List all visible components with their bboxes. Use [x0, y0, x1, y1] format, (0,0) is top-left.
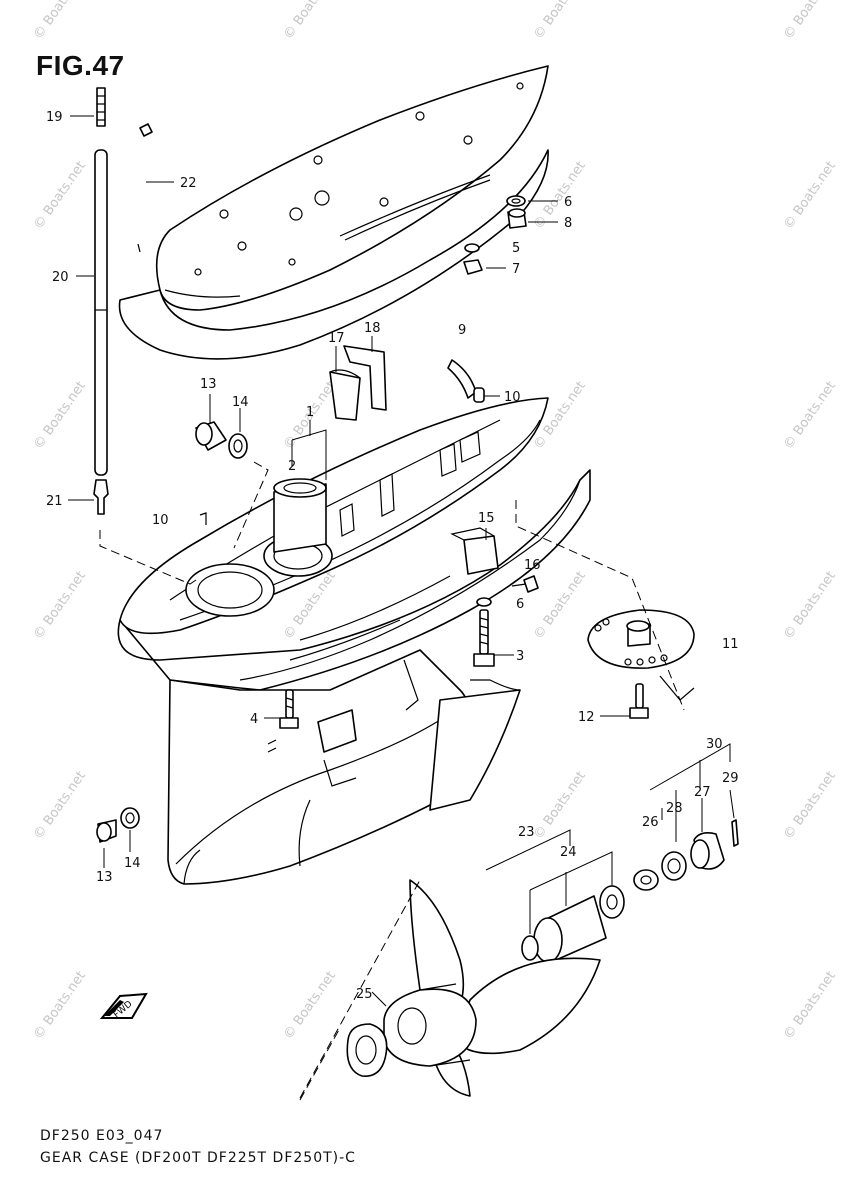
callout-12: 12 [578, 710, 595, 725]
callout-labels: 19 22 20 6 8 5 7 9 17 18 13 14 1 10 2 21… [46, 110, 739, 1002]
watermark-text: © Boats.net [531, 569, 589, 643]
leader-lines [68, 115, 735, 1007]
watermark-text: © Boats.net [531, 769, 589, 843]
prop-nut-set [633, 819, 739, 891]
thrust-bushing-24 [521, 885, 625, 963]
propeller-25 [346, 879, 601, 1097]
callout-9: 9 [458, 323, 466, 338]
callout-30: 30 [706, 737, 723, 752]
watermark-text: © Boats.net [781, 0, 839, 42]
callout-3: 3 [516, 649, 524, 664]
hook-9 [447, 359, 477, 399]
callout-10-left: 10 [152, 513, 169, 528]
lower-unit-body [167, 649, 521, 885]
guide-lines [99, 461, 685, 1101]
bolt-4 [279, 689, 299, 729]
bracket-17-18 [329, 345, 387, 421]
callout-1: 1 [306, 405, 314, 420]
callout-2: 2 [288, 459, 296, 474]
watermark-text: © Boats.net [281, 0, 339, 42]
forward-arrow-icon [99, 992, 148, 1019]
callout-13-top: 13 [200, 377, 217, 392]
watermark-text: © Boats.net [31, 769, 89, 843]
callout-6-mid: 6 [516, 597, 524, 612]
plug-13-top [195, 421, 248, 459]
watermark-text: © Boats.net [781, 379, 839, 453]
bolt-12 [629, 683, 649, 719]
callout-17: 17 [328, 331, 345, 346]
callout-14-lower: 14 [124, 856, 141, 871]
bolt-3 [473, 597, 495, 667]
plug-13-lower [96, 807, 140, 843]
callout-10-right: 10 [504, 390, 521, 405]
figure-caption: GEAR CASE (DF200T DF225T DF250T)-C [40, 1150, 356, 1166]
callout-5: 5 [512, 241, 520, 256]
gear-case-cover [118, 65, 549, 360]
callout-22: 22 [180, 176, 197, 191]
watermark-text: © Boats.net [31, 0, 89, 42]
watermark-text: © Boats.net [31, 379, 89, 453]
watermark-text: © Boats.net [31, 969, 89, 1043]
clip-part [139, 123, 153, 137]
trim-anode-11 [587, 609, 695, 701]
callout-8: 8 [564, 216, 572, 231]
callout-20: 20 [52, 270, 69, 285]
block-15 [450, 527, 539, 593]
watermark-text: © Boats.net [31, 569, 89, 643]
callout-11: 11 [722, 637, 739, 652]
figure-title: FIG.47 [36, 50, 125, 81]
watermark-text: © Boats.net [31, 159, 89, 233]
callout-27: 27 [694, 785, 711, 800]
callout-7: 7 [512, 262, 520, 277]
callout-26: 26 [642, 815, 659, 830]
pin-10 [473, 387, 485, 403]
callout-29: 29 [722, 771, 739, 786]
callout-13-lower: 13 [96, 870, 113, 885]
watermark-text: © Boats.net [531, 0, 589, 42]
callout-28: 28 [666, 801, 683, 816]
shift-rod [93, 87, 109, 515]
watermark-text: © Boats.net [781, 159, 839, 233]
callout-14-top: 14 [232, 395, 249, 410]
callout-4: 4 [250, 712, 258, 727]
washer-nut-set [463, 195, 527, 275]
callout-16: 16 [524, 558, 541, 573]
callout-25: 25 [356, 987, 373, 1002]
watermark-text: © Boats.net [281, 969, 339, 1043]
figure-code: DF250 E03_047 [40, 1128, 164, 1144]
callout-23: 23 [518, 825, 535, 840]
watermark-text: © Boats.net [781, 969, 839, 1043]
callout-6-top: 6 [564, 195, 572, 210]
callout-18: 18 [364, 321, 381, 336]
callout-21: 21 [46, 494, 63, 509]
callout-15: 15 [478, 511, 495, 526]
watermark-text: © Boats.net [781, 569, 839, 643]
callout-24: 24 [560, 845, 577, 860]
callout-19: 19 [46, 110, 63, 125]
watermark-text: © Boats.net [781, 769, 839, 843]
gear-case-housing [117, 397, 591, 691]
